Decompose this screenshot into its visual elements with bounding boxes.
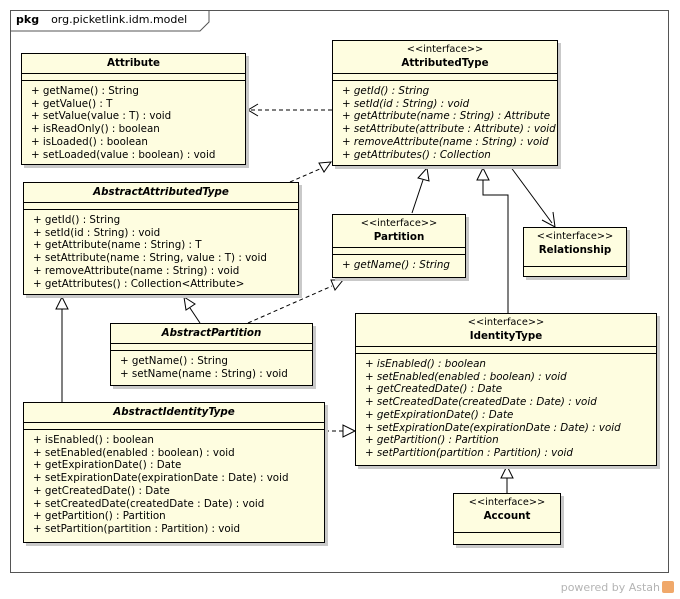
stereotype: <<interface>> bbox=[360, 218, 438, 229]
association-arrowhead bbox=[541, 211, 556, 228]
attributes-compartment bbox=[333, 74, 557, 81]
class-abstract-identity-type[interactable]: AbstractIdentityType + isEnabled() : boo… bbox=[23, 402, 325, 543]
class-name: Partition bbox=[373, 231, 425, 243]
operations-compartment: + getName() : String + getValue() : T + … bbox=[22, 81, 245, 161]
stereotype: <<interface>> bbox=[536, 231, 614, 242]
interface-identity-type[interactable]: <<interface>> IdentityType + isEnabled()… bbox=[355, 313, 657, 466]
class-name: AbstractAttributedType bbox=[93, 186, 229, 198]
class-name: Attribute bbox=[106, 57, 161, 69]
operation: + getAttributes() : Collection bbox=[342, 148, 491, 161]
interface-partition[interactable]: <<interface>> Partition + getName() : St… bbox=[332, 214, 466, 278]
operation: + setEnabled(enabled : boolean) : void bbox=[365, 370, 567, 383]
operation: + setPartition(partition : Partition) : … bbox=[33, 522, 241, 535]
operation: + getAttribute(name : String) : Attribut… bbox=[342, 110, 551, 123]
stereotype: <<interface>> bbox=[406, 44, 484, 55]
operation: + setExpirationDate(expirationDate : Dat… bbox=[33, 472, 289, 485]
operation: + getAttributes() : Collection<Attribute… bbox=[33, 277, 245, 290]
operation: + setCreatedDate(createdDate : Date) : v… bbox=[33, 497, 265, 510]
operations-compartment: + isEnabled() : boolean + setEnabled(ena… bbox=[24, 430, 324, 536]
package-frame bbox=[10, 10, 669, 573]
operation: + getPartition() : Partition bbox=[365, 434, 499, 447]
generalization-arrowhead bbox=[55, 295, 69, 310]
class-abstract-attributed-type[interactable]: AbstractAttributedType + getId() : Strin… bbox=[23, 182, 299, 295]
operation: + getExpirationDate() : Date bbox=[33, 459, 182, 472]
realization-arrowhead bbox=[318, 161, 333, 173]
generalization-arrowhead bbox=[500, 464, 514, 479]
attributes-compartment bbox=[333, 248, 465, 255]
attributes-compartment bbox=[356, 347, 656, 354]
operation: + setAttribute(name : String, value : T)… bbox=[33, 252, 267, 265]
operation: + removeAttribute(name : String) : void bbox=[33, 264, 240, 277]
operation: + getName() : String bbox=[342, 259, 450, 271]
dependency-arrowhead bbox=[247, 103, 259, 117]
operations-compartment: + isEnabled() : boolean + setEnabled(ena… bbox=[356, 354, 656, 460]
operation: + getExpirationDate() : Date bbox=[365, 408, 514, 421]
class-name: AbstractIdentityType bbox=[113, 406, 235, 418]
attributes-compartment bbox=[111, 344, 312, 351]
class-name: Relationship bbox=[538, 244, 612, 256]
operation: + getAttribute(name : String) : T bbox=[33, 239, 202, 252]
operation: + setLoaded(value : boolean) : void bbox=[31, 148, 216, 161]
operation: + isEnabled() : boolean bbox=[365, 358, 486, 370]
attributes-compartment bbox=[24, 203, 298, 210]
operation: + getId() : String bbox=[342, 85, 430, 97]
operations-compartment: + getName() : String + setName(name : St… bbox=[111, 351, 312, 380]
realization-arrowhead bbox=[330, 279, 345, 291]
class-abstract-partition[interactable]: AbstractPartition + getName() : String +… bbox=[110, 323, 313, 386]
powered-by-text: powered by Astah bbox=[560, 581, 660, 594]
package-keyword: pkg bbox=[16, 13, 40, 26]
generalization-arrowhead bbox=[417, 166, 430, 182]
operations-compartment: + getId() : String + setId(id : String) … bbox=[333, 81, 557, 161]
stereotype: <<interface>> bbox=[467, 317, 545, 328]
operation: + getName() : String bbox=[120, 355, 228, 367]
powered-by-footer: powered by Astah bbox=[561, 581, 674, 594]
generalization-arrowhead bbox=[476, 166, 490, 181]
operation: + getPartition() : Partition bbox=[33, 510, 166, 523]
interface-attributed-type[interactable]: <<interface>> AttributedType + getId() :… bbox=[332, 40, 558, 166]
operation: + isReadOnly() : boolean bbox=[31, 123, 160, 136]
operation: + setCreatedDate(createdDate : Date) : v… bbox=[365, 396, 597, 409]
generalization-edge-identity-type bbox=[482, 180, 509, 313]
class-name: IdentityType bbox=[469, 330, 543, 342]
class-name: AttributedType bbox=[401, 57, 489, 69]
attributes-compartment bbox=[22, 74, 245, 81]
realization-edge-abstract-partition bbox=[247, 285, 333, 324]
operation: + getId() : String bbox=[33, 214, 121, 226]
generalization-arrowhead bbox=[183, 295, 196, 311]
interface-account[interactable]: <<interface>> Account bbox=[453, 493, 561, 545]
realization-arrowhead bbox=[342, 424, 357, 438]
stereotype: <<interface>> bbox=[468, 497, 546, 508]
operation: + setPartition(partition : Partition) : … bbox=[365, 446, 573, 459]
operation: + setEnabled(enabled : boolean) : void bbox=[33, 446, 235, 459]
operation: + getName() : String bbox=[31, 85, 139, 97]
package-name: org.picketlink.idm.model bbox=[51, 13, 188, 26]
attributes-compartment bbox=[24, 423, 324, 430]
operation: + setName(name : String) : void bbox=[120, 367, 288, 380]
operations-compartment: + getId() : String + setId(id : String) … bbox=[24, 210, 298, 290]
operation: + isLoaded() : boolean bbox=[31, 135, 148, 148]
realization-edge-abstract-attributed-type bbox=[289, 167, 323, 183]
astah-logo-icon bbox=[662, 581, 674, 593]
package-tab: pkg org.picketlink.idm.model bbox=[10, 10, 200, 31]
operation: + isEnabled() : boolean bbox=[33, 434, 154, 446]
package-tab-shape bbox=[10, 10, 210, 32]
operation: + removeAttribute(name : String) : void bbox=[342, 135, 549, 148]
operation: + getCreatedDate() : Date bbox=[365, 383, 503, 396]
operation: + getValue() : T bbox=[31, 97, 113, 110]
operation: + getCreatedDate() : Date bbox=[33, 484, 170, 497]
operations-compartment: + getName() : String bbox=[333, 255, 465, 272]
operation: + setAttribute(attribute : Attribute) : … bbox=[342, 123, 556, 136]
generalization-edge-partition bbox=[411, 179, 424, 214]
operation: + setId(id : String) : void bbox=[33, 226, 161, 239]
operation: + setValue(value : T) : void bbox=[31, 110, 172, 123]
association-edge-relationship bbox=[509, 165, 553, 224]
interface-relationship[interactable]: <<interface>> Relationship bbox=[523, 227, 627, 277]
class-attribute[interactable]: Attribute + getName() : String + getValu… bbox=[21, 53, 246, 165]
class-name: AbstractPartition bbox=[161, 327, 262, 339]
class-name: Account bbox=[483, 510, 531, 522]
operation: + setId(id : String) : void bbox=[342, 97, 470, 110]
operation: + setExpirationDate(expirationDate : Dat… bbox=[365, 421, 621, 434]
generalization-edge-abstract-partition bbox=[189, 307, 201, 324]
